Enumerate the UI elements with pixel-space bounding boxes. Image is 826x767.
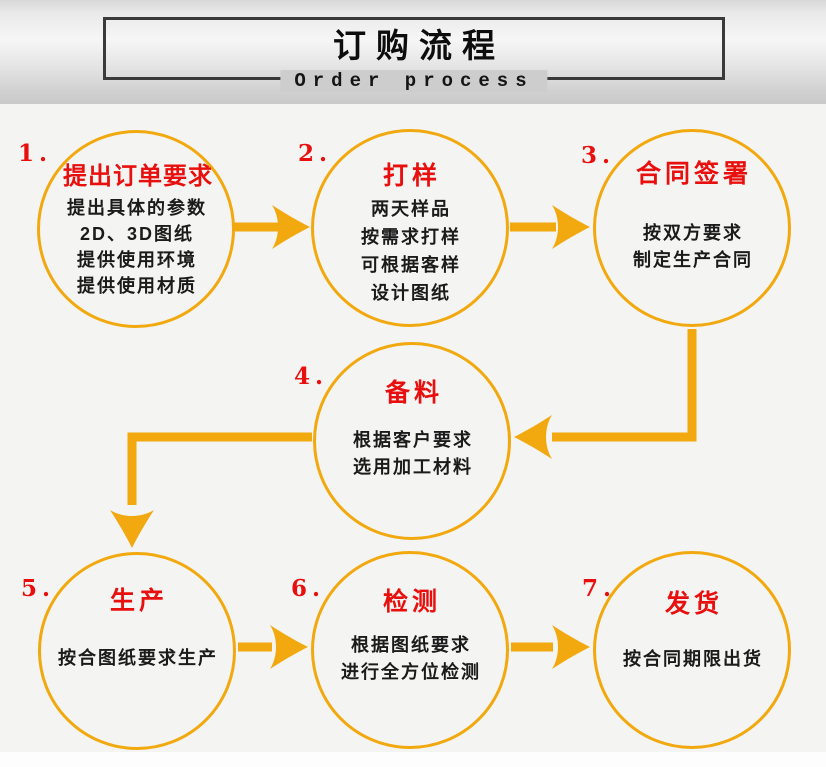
step-2-line: 可根据客样 — [361, 255, 461, 275]
step-2-title: 打样 — [382, 162, 441, 190]
arrow-step4-to-step5 — [110, 432, 312, 548]
arrow-step5-to-step6 — [238, 625, 308, 669]
step-4-title: 备料 — [384, 379, 443, 407]
step-3-line: 制定生产合同 — [633, 250, 753, 270]
step-1-line: 提供使用材质 — [77, 276, 197, 296]
step-1-line: 提供使用环境 — [77, 250, 197, 270]
step-1-details: 提出具体的参数 2D、3D图纸 提供使用环境 提供使用材质 — [65, 195, 207, 299]
step-6-line: 进行全方位检测 — [341, 662, 481, 682]
arrow-step2-to-step3 — [510, 205, 590, 249]
page-subtitle: Order process — [280, 70, 548, 93]
step-6-details: 根据图纸要求 进行全方位检测 — [339, 632, 481, 686]
step-5-line: 按合图纸要求生产 — [58, 648, 218, 668]
step-7-number: 7. — [582, 575, 617, 602]
step-3-circle: 合同签署 按双方要求 制定生产合同 — [593, 129, 791, 327]
step-6-title: 检测 — [382, 588, 441, 616]
step-5-details: 按合图纸要求生产 — [56, 645, 218, 672]
page-title: 订购流程 — [333, 26, 505, 65]
step-2-line: 两天样品 — [371, 199, 451, 219]
step-4-details: 根据客户要求 选用加工材料 — [351, 427, 473, 481]
step-7-circle: 发货 按合同期限出货 — [593, 551, 791, 749]
step-1-line: 2D、3D图纸 — [79, 224, 195, 244]
arrow-step1-to-step2 — [232, 205, 310, 249]
step-4-number: 4. — [294, 363, 329, 390]
step-3-details: 按双方要求 制定生产合同 — [631, 220, 753, 274]
step-7-title: 发货 — [664, 590, 723, 618]
step-1-line: 提出具体的参数 — [67, 198, 207, 218]
step-7-details: 按合同期限出货 — [621, 646, 763, 673]
step-4-circle: 备料 根据客户要求 选用加工材料 — [313, 342, 511, 540]
step-6-number: 6. — [291, 575, 326, 602]
step-7-line: 按合同期限出货 — [623, 649, 763, 669]
step-5-number: 5. — [21, 575, 56, 602]
step-2-line: 设计图纸 — [371, 283, 451, 303]
step-3-title: 合同签署 — [635, 160, 752, 188]
step-4-line: 根据客户要求 — [353, 430, 473, 450]
step-6-line: 根据图纸要求 — [351, 635, 471, 655]
step-2-details: 两天样品 按需求打样 可根据客样 设计图纸 — [359, 195, 461, 307]
step-3-number: 3. — [581, 142, 616, 169]
header-title-box: 订购流程 Order process — [103, 17, 725, 93]
step-1-title: 提出订单要求 — [63, 163, 213, 190]
step-1-circle: 提出订单要求 提出具体的参数 2D、3D图纸 提供使用环境 提供使用材质 — [37, 130, 235, 328]
step-4-line: 选用加工材料 — [353, 457, 473, 477]
step-3-line: 按双方要求 — [643, 223, 743, 243]
step-5-circle: 生产 按合图纸要求生产 — [38, 552, 236, 750]
arrow-step6-to-step7 — [511, 625, 590, 669]
step-2-line: 按需求打样 — [361, 227, 461, 247]
step-5-title: 生产 — [109, 587, 168, 615]
step-1-number: 1. — [18, 140, 53, 167]
step-2-number: 2. — [298, 140, 333, 167]
step-2-circle: 打样 两天样品 按需求打样 可根据客样 设计图纸 — [311, 129, 509, 327]
step-6-circle: 检测 根据图纸要求 进行全方位检测 — [311, 551, 509, 749]
bottom-white-strip — [0, 752, 826, 767]
arrow-step3-to-step4 — [514, 329, 697, 459]
